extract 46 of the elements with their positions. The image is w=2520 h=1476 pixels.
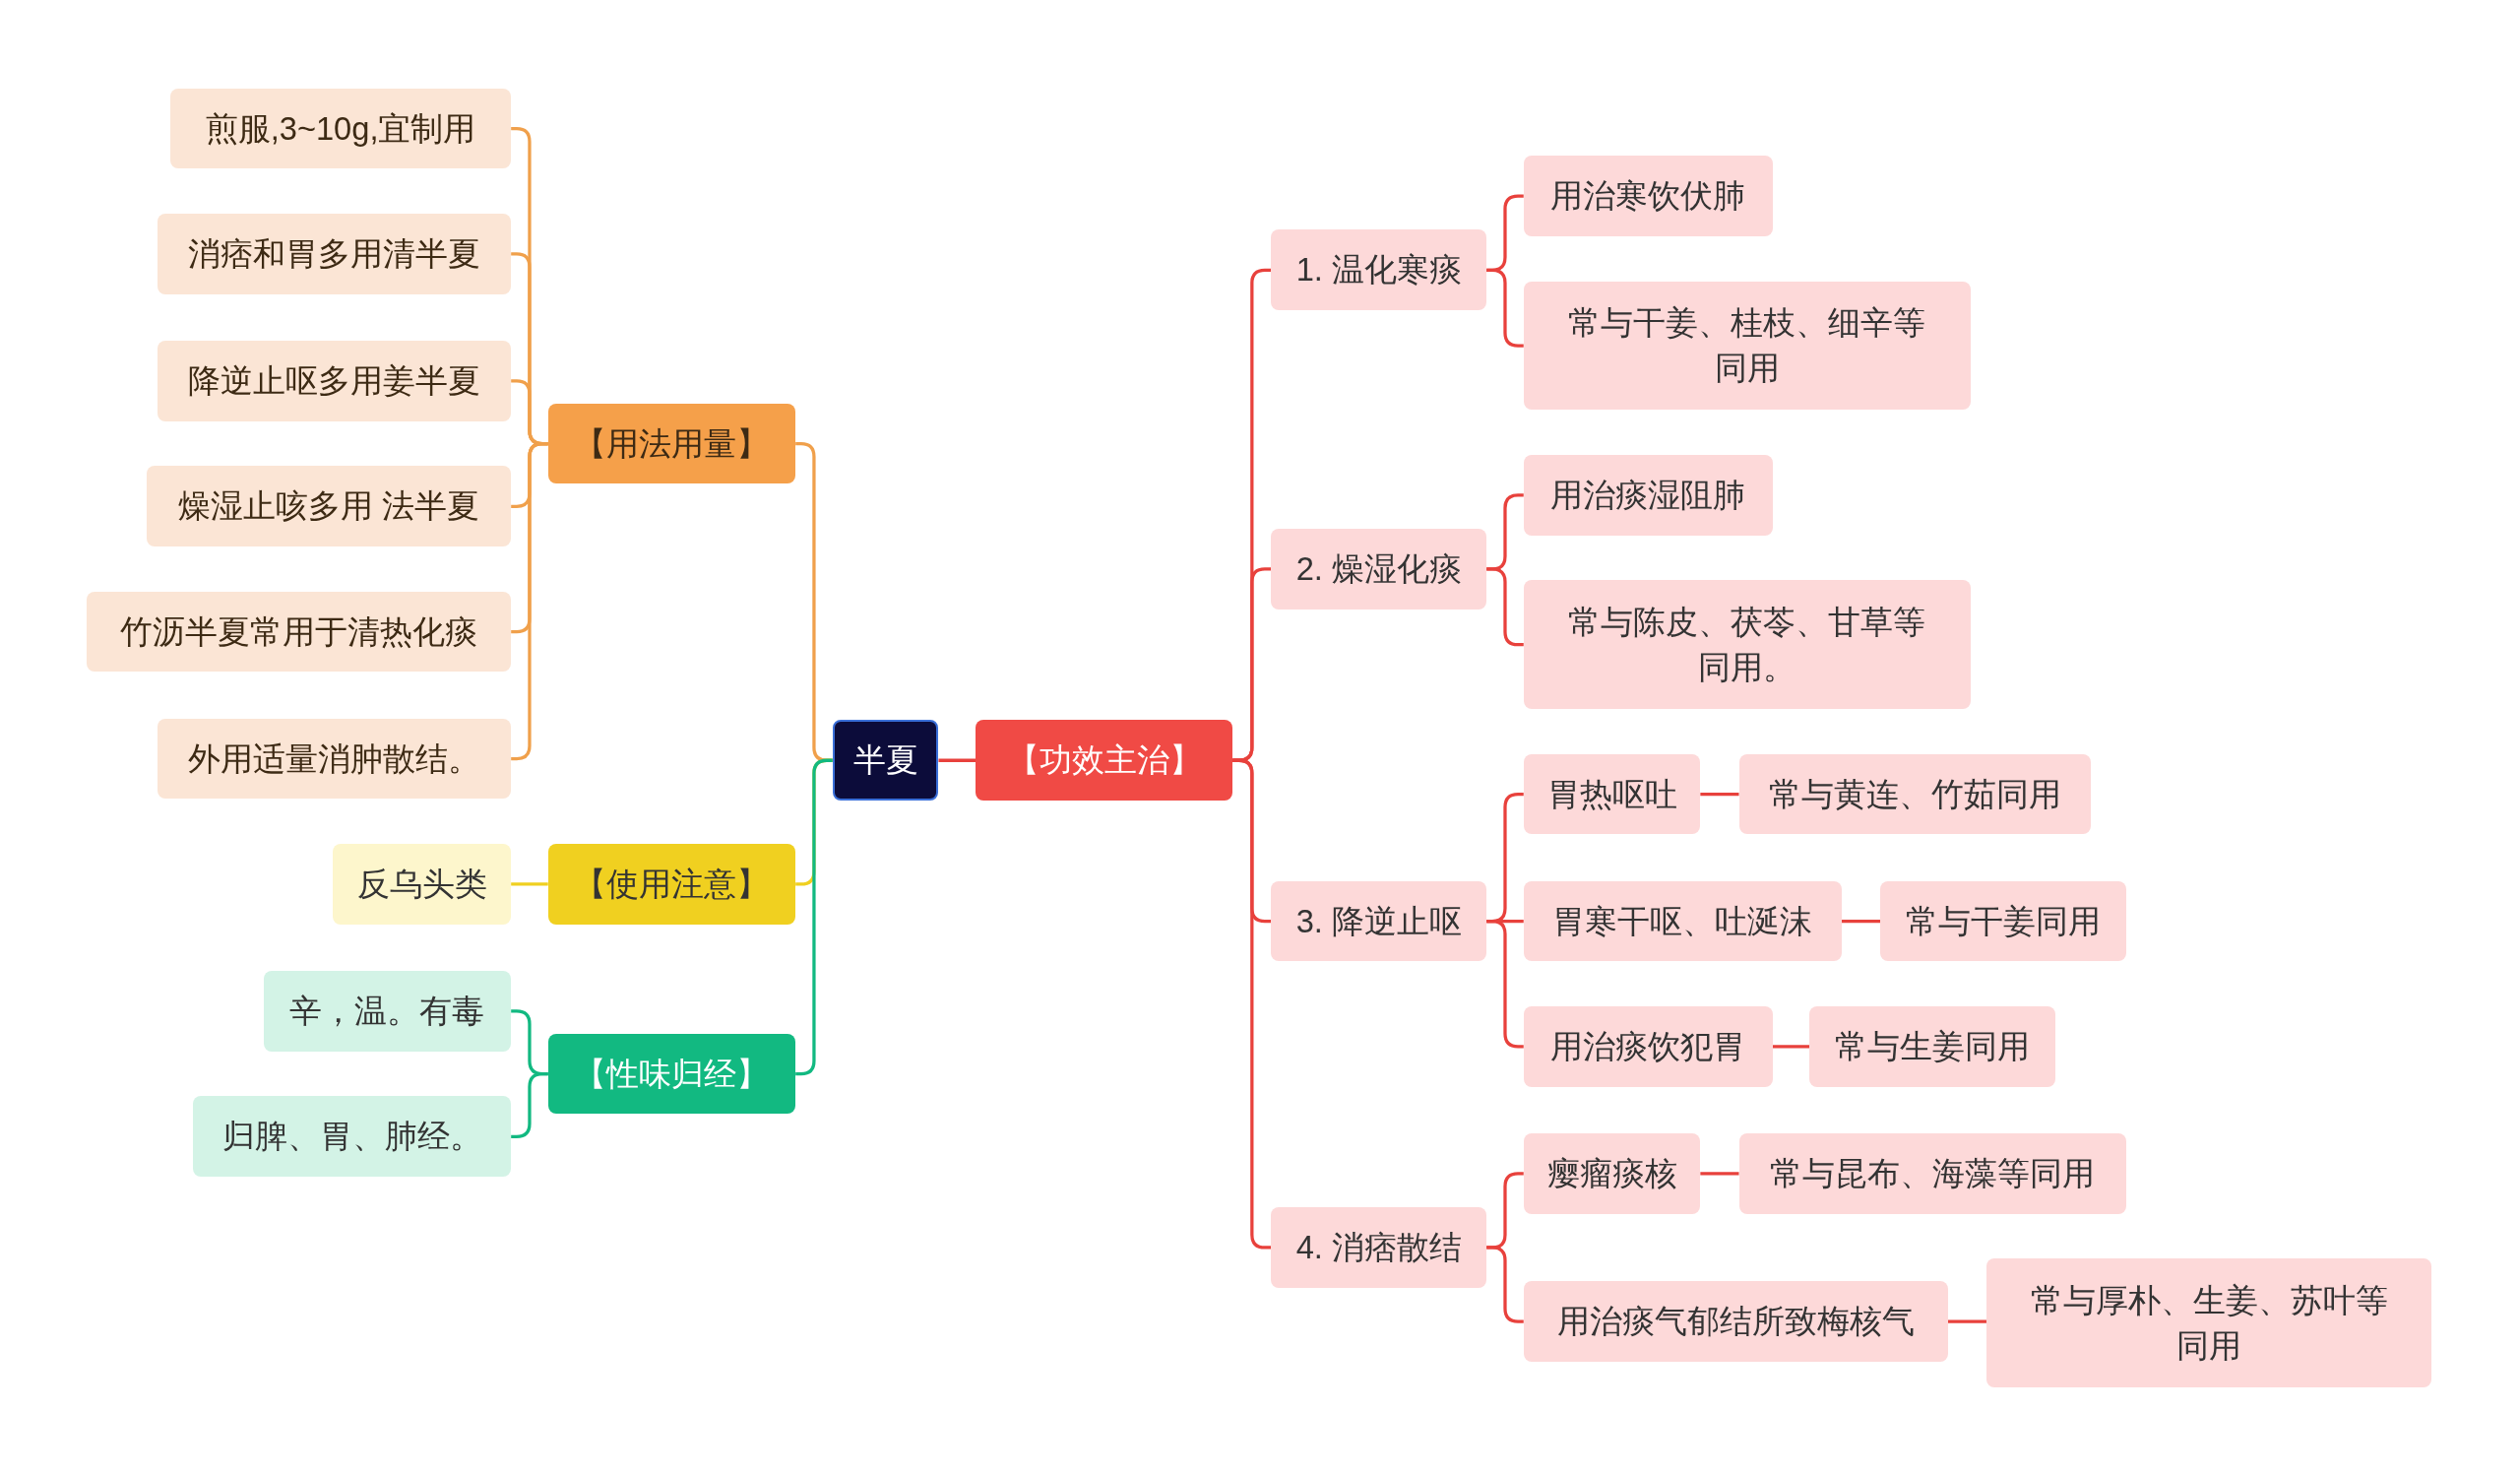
- connector-line: [511, 882, 548, 886]
- main-topic-box: 【使用注意】: [547, 844, 796, 925]
- connector-line: [1486, 919, 1524, 1049]
- topic-box: 竹沥半夏常用于清热化痰: [87, 591, 512, 673]
- connector-line: [938, 758, 976, 762]
- topic-box: 用治痰饮犯胃: [1523, 1006, 1773, 1087]
- connector-line: [1486, 567, 1524, 647]
- topic-box: 煎服,3~10g,宜制用: [170, 88, 512, 169]
- main-topic-box: 【用法用量】: [547, 403, 796, 484]
- topic-box: 1. 温化寒痰: [1271, 229, 1487, 311]
- connector-line: [1486, 268, 1524, 348]
- main-topic-box: 【功效主治】: [976, 720, 1233, 802]
- topic-box: 胃寒干呕、吐涎沫: [1523, 880, 1842, 962]
- topic-box: 辛，温。有毒: [263, 971, 512, 1052]
- topic-box: 常与黄连、竹茹同用: [1738, 753, 2092, 835]
- topic-box: 归脾、胃、肺经。: [192, 1096, 512, 1178]
- topic-box: 用治痰气郁结所致梅核气: [1523, 1281, 1948, 1362]
- topic-box: 常与干姜同用: [1880, 880, 2126, 962]
- topic-box: 瘿瘤痰核: [1523, 1133, 1701, 1214]
- topic-box: 2. 燥湿化痰: [1271, 529, 1487, 610]
- topic-box: 4. 消痞散结: [1271, 1207, 1487, 1288]
- topic-box: 外用适量消肿散结。: [158, 718, 512, 800]
- connector-line: [1700, 1172, 1739, 1176]
- connector-line: [1772, 1045, 1810, 1049]
- topic-box: 3. 降逆止呕: [1271, 880, 1487, 962]
- topic-box: 燥湿止咳多用 法半夏: [146, 466, 512, 547]
- topic-box: 降逆止呕多用姜半夏: [158, 341, 512, 421]
- topic-box: 胃热呕吐: [1523, 753, 1701, 835]
- topic-box: 常与昆布、海藻等同用: [1738, 1133, 2126, 1214]
- connector-line: [1486, 1246, 1524, 1323]
- topic-box: 用治寒饮伏肺: [1523, 156, 1773, 236]
- topic-box: 常与厚朴、生姜、苏叶等同用: [1985, 1258, 2432, 1387]
- topic-box: 常与干姜、桂枝、细辛等同用: [1523, 281, 1971, 411]
- connector-line: [511, 441, 548, 761]
- topic-box: 常与生姜同用: [1809, 1006, 2056, 1087]
- main-topic-box: 【性味归经】: [547, 1033, 796, 1115]
- root-topic-box: 半夏: [832, 720, 939, 802]
- connector-line: [1232, 758, 1272, 1250]
- connector-line: [1947, 1319, 1986, 1323]
- topic-box: 常与陈皮、茯苓、甘草等同用。: [1523, 580, 1971, 709]
- topic-box: 消痞和胃多用清半夏: [158, 214, 512, 294]
- connector-line: [1700, 792, 1739, 797]
- topic-box: 用治痰湿阻肺: [1523, 455, 1773, 536]
- connector-line: [511, 1071, 548, 1138]
- topic-box: 反乌头类: [332, 844, 512, 925]
- connector-line: [1842, 919, 1881, 924]
